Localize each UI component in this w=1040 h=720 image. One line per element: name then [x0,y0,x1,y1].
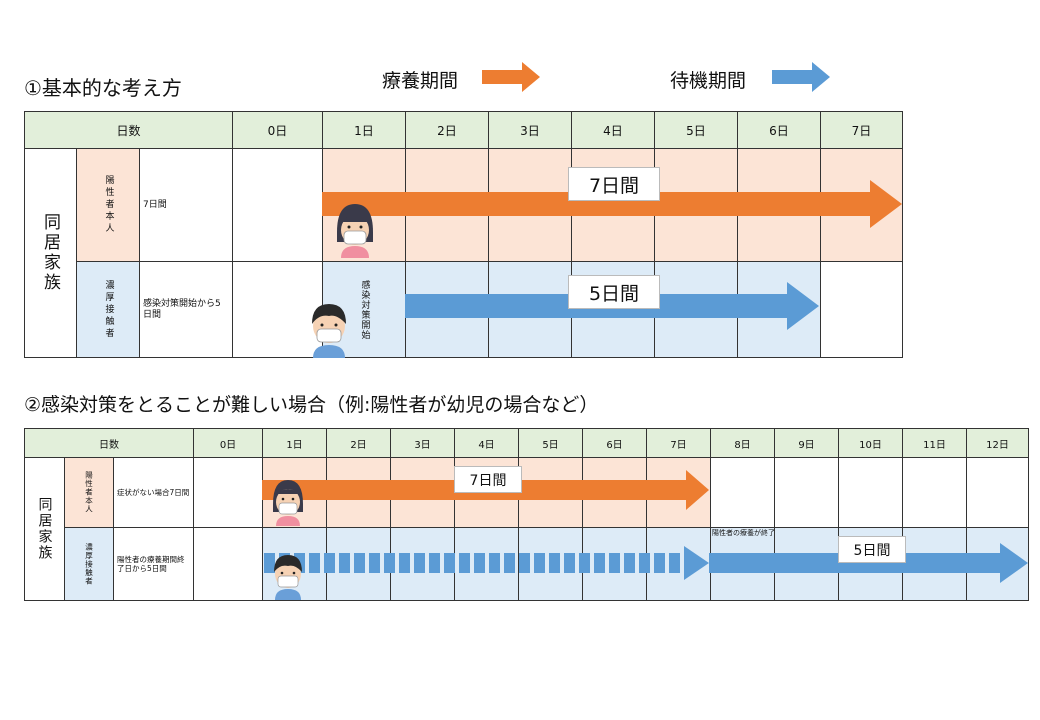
legend-treatment-arrow [482,62,540,92]
s1-positive-day6 [737,148,821,262]
s1-family-label: 同居家族 [24,148,77,358]
masked-child-icon [273,480,303,526]
s1-positive-day5 [654,148,738,262]
s2-contact-day5 [518,527,583,601]
s2-positive-day8 [710,457,775,528]
s1-day-1: 1日 [322,111,406,149]
s1-positive-label: 陽性者本人 [76,148,140,262]
s2-contact-arrow-label: 5日間 [838,536,906,563]
s2-contact-day12 [966,527,1029,601]
s1-day-2: 2日 [405,111,489,149]
legend-waiting-label: 待機期間 [670,70,747,92]
s2-contact-day4 [454,527,519,601]
s1-contact-day0 [232,261,323,358]
section2-title: ②感染対策をとることが難しい場合（例:陽性者が幼児の場合など） [24,394,599,416]
s2-contact-day0 [193,527,263,601]
s2-contact-day9 [774,527,839,601]
s2-positive-day7 [646,457,711,528]
s1-positive-note: 7日間 [139,148,233,262]
s2-positive-day9 [774,457,839,528]
s1-positive-day2 [405,148,489,262]
s1-day-6: 6日 [737,111,821,149]
s2-treatment-end-note: 陽性者の療養が終了 [712,529,775,537]
s2-positive-day12 [966,457,1029,528]
legend-treatment-label: 療養期間 [382,70,459,92]
s1-contact-day2 [405,261,489,358]
s1-contact-arrow-label: 5日間 [568,275,660,309]
s2-day-10: 10日 [838,428,903,458]
s2-day-4: 4日 [454,428,519,458]
s1-contact-day5 [654,261,738,358]
s2-positive-day10 [838,457,903,528]
masked-child-icon [337,204,373,258]
s2-contact-day2 [326,527,391,601]
s1-contact-note: 感染対策開始から5日間 [139,261,233,358]
s1-day-7: 7日 [820,111,903,149]
s2-positive-arrow-label: 7日間 [454,466,522,493]
s2-positive-note: 症状がない場合7日間 [113,457,194,528]
s2-positive-day5 [518,457,583,528]
s1-day-4: 4日 [571,111,655,149]
s2-positive-day11 [902,457,967,528]
legend-waiting-arrow [772,62,830,92]
s2-family-label: 同居家族 [24,457,65,601]
s2-header-days: 日数 [24,428,194,458]
s2-contact-day7 [646,527,711,601]
s2-day-1: 1日 [262,428,327,458]
s2-contact-day8 [710,527,775,601]
s2-day-5: 5日 [518,428,583,458]
s1-positive-day0 [232,148,323,262]
s2-positive-day0 [193,457,263,528]
s1-contact-day6 [737,261,821,358]
s1-contact-day3 [488,261,572,358]
s1-day-3: 3日 [488,111,572,149]
masked-person-icon [312,304,346,358]
section1-title: ①基本的な考え方 [24,76,182,100]
s1-positive-day7 [820,148,903,262]
s1-contact-day7 [820,261,903,358]
s1-header-days: 日数 [24,111,233,149]
s2-day-11: 11日 [902,428,967,458]
s1-positive-day4 [571,148,655,262]
s2-contact-label: 濃厚接触者 [64,527,114,601]
s2-contact-day6 [582,527,647,601]
s1-contact-label: 濃厚接触者 [76,261,140,358]
s2-positive-label: 陽性者本人 [64,457,114,528]
s2-contact-day11 [902,527,967,601]
s2-positive-day6 [582,457,647,528]
s2-day-9: 9日 [774,428,839,458]
s1-positive-arrow-label: 7日間 [568,167,660,201]
s2-day-6: 6日 [582,428,647,458]
s2-day-8: 8日 [710,428,775,458]
s1-day-5: 5日 [654,111,738,149]
s2-day-2: 2日 [326,428,391,458]
s2-contact-note: 陽性者の療養期間終了日から5日間 [113,527,194,601]
s2-contact-day3 [390,527,455,601]
s2-day-0: 0日 [193,428,263,458]
s1-positive-day3 [488,148,572,262]
s2-positive-day3 [390,457,455,528]
s2-positive-day2 [326,457,391,528]
masked-person-icon [274,555,302,600]
s2-day-7: 7日 [646,428,711,458]
s2-day-12: 12日 [966,428,1029,458]
s1-day-0: 0日 [232,111,323,149]
s2-day-3: 3日 [390,428,455,458]
